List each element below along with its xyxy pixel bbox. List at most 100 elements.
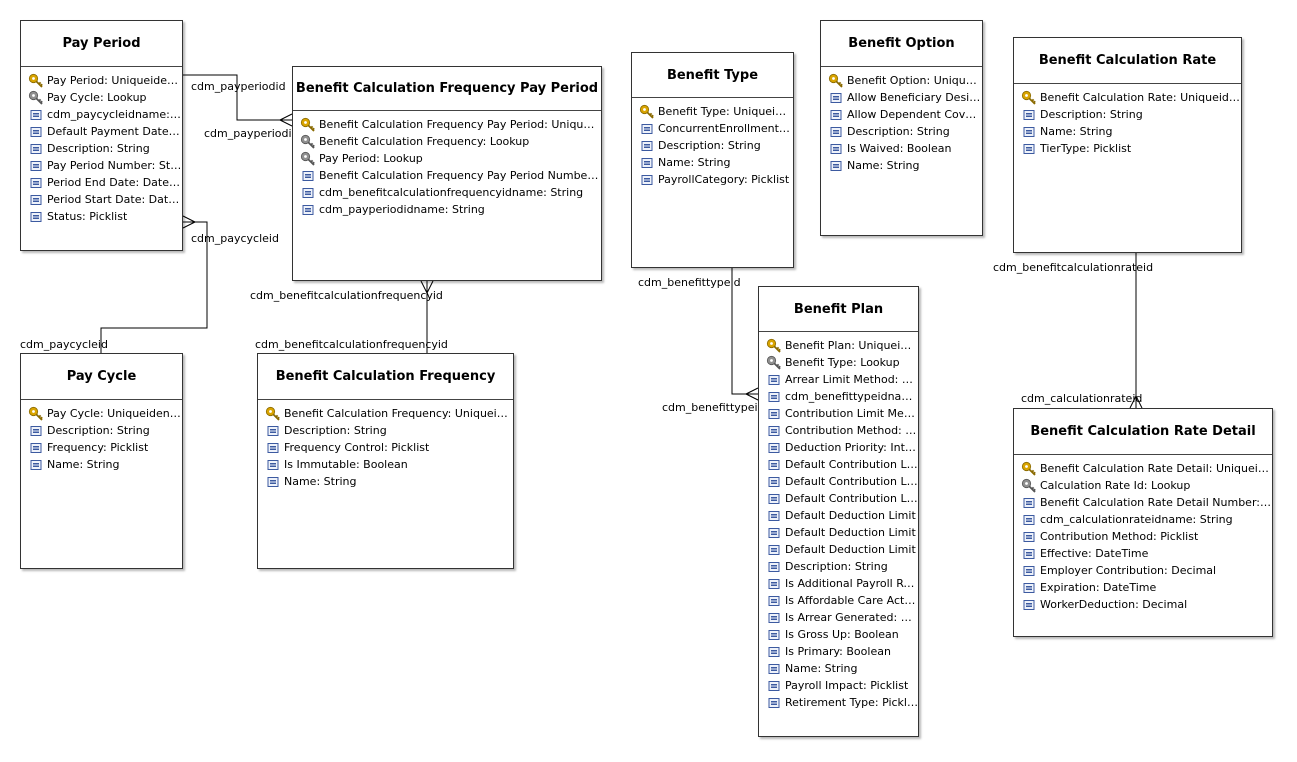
field-row[interactable]: Expiration: DateTime	[1014, 579, 1272, 596]
field-label: WorkerDeduction: Decimal	[1040, 598, 1188, 611]
field-label: Is Primary: Boolean	[785, 645, 891, 658]
field-row[interactable]: Default Deduction Limit	[759, 541, 918, 558]
relationship-line-payperiod	[183, 74, 292, 121]
field-row[interactable]: Pay Period Number: String	[21, 157, 182, 174]
field-row[interactable]: Name: String	[759, 660, 918, 677]
field-row[interactable]: Benefit Calculation Frequency Pay Period…	[293, 116, 601, 133]
field-row[interactable]: Is Affordable Care Act: Boolean	[759, 592, 918, 609]
attribute-icon	[28, 209, 44, 225]
field-row[interactable]: Period Start Date: DateTime	[21, 191, 182, 208]
field-row[interactable]: Frequency: Picklist	[21, 439, 182, 456]
field-row[interactable]: Pay Period: Uniqueidentifier	[21, 72, 182, 89]
field-row[interactable]: Description: String	[821, 123, 982, 140]
field-label: Pay Cycle: Lookup	[47, 91, 147, 104]
field-row[interactable]: cdm_benefitcalculationfrequencyidname: S…	[293, 184, 601, 201]
field-row[interactable]: Is Primary: Boolean	[759, 643, 918, 660]
attribute-icon	[300, 185, 316, 201]
field-row[interactable]: Is Immutable: Boolean	[258, 456, 513, 473]
field-row[interactable]: Name: String	[258, 473, 513, 490]
entity-benefit-calculation-rate[interactable]: Benefit Calculation Rate Benefit Calcula…	[1013, 37, 1242, 253]
attribute-icon	[1021, 563, 1037, 579]
field-row[interactable]: Effective: DateTime	[1014, 545, 1272, 562]
field-row[interactable]: Calculation Rate Id: Lookup	[1014, 477, 1272, 494]
field-row[interactable]: Description: String	[1014, 106, 1241, 123]
field-row[interactable]: cdm_payperiodidname: String	[293, 201, 601, 218]
entity-benefit-plan[interactable]: Benefit Plan Benefit Plan: Uniqueidentif…	[758, 286, 919, 737]
field-row[interactable]: Employer Contribution: Decimal	[1014, 562, 1272, 579]
field-row[interactable]: Description: String	[21, 140, 182, 157]
field-row[interactable]: PayrollCategory: Picklist	[632, 171, 793, 188]
field-row[interactable]: Is Waived: Boolean	[821, 140, 982, 157]
entity-benefit-calculation-frequency-pay-period[interactable]: Benefit Calculation Frequency Pay Period…	[292, 66, 602, 281]
field-row[interactable]: Retirement Type: Picklist	[759, 694, 918, 711]
field-row[interactable]: Allow Dependent Coverage: Boolean	[821, 106, 982, 123]
field-label: Name: String	[284, 475, 357, 488]
entity-title: Benefit Calculation Rate	[1014, 38, 1241, 84]
field-row[interactable]: cdm_paycycleidname: String	[21, 106, 182, 123]
field-row[interactable]: Pay Period: Lookup	[293, 150, 601, 167]
field-row[interactable]: Benefit Type: Lookup	[759, 354, 918, 371]
field-row[interactable]: cdm_benefittypeidname: String	[759, 388, 918, 405]
field-row[interactable]: Description: String	[21, 422, 182, 439]
field-row[interactable]: Benefit Option: Uniqueidentifier	[821, 72, 982, 89]
field-row[interactable]: Is Arrear Generated: Boolean	[759, 609, 918, 626]
field-row[interactable]: cdm_calculationrateidname: String	[1014, 511, 1272, 528]
field-row[interactable]: Benefit Calculation Rate Detail: Uniquei…	[1014, 460, 1272, 477]
field-row[interactable]: Contribution Method: Picklist	[759, 422, 918, 439]
field-row[interactable]: ConcurrentEnrollment: Boolean	[632, 120, 793, 137]
field-label: Benefit Plan: Uniqueidentifier	[785, 339, 918, 352]
field-row[interactable]: TierType: Picklist	[1014, 140, 1241, 157]
field-row[interactable]: Is Additional Payroll Run: Boolean	[759, 575, 918, 592]
field-row[interactable]: Payroll Impact: Picklist	[759, 677, 918, 694]
field-row[interactable]: Is Gross Up: Boolean	[759, 626, 918, 643]
field-row[interactable]: Name: String	[821, 157, 982, 174]
field-row[interactable]: Benefit Calculation Rate Detail Number: …	[1014, 494, 1272, 511]
relationship-label-paycycle-to: cdm_paycycleid	[191, 232, 279, 245]
entity-benefit-calculation-frequency[interactable]: Benefit Calculation Frequency Benefit Ca…	[257, 353, 514, 569]
field-row[interactable]: Default Contribution Limit	[759, 473, 918, 490]
field-row[interactable]: Default Deduction Limit	[759, 524, 918, 541]
field-row[interactable]: Pay Cycle: Uniqueidentifier	[21, 405, 182, 422]
entity-title: Benefit Calculation Frequency	[258, 354, 513, 400]
field-row[interactable]: Period End Date: DateTime	[21, 174, 182, 191]
field-row[interactable]: Benefit Type: Uniqueidentifier	[632, 103, 793, 120]
foreign-key-icon	[28, 90, 44, 106]
field-row[interactable]: Name: String	[1014, 123, 1241, 140]
field-row[interactable]: Deduction Priority: Integer	[759, 439, 918, 456]
field-list: Benefit Calculation Rate Detail: Uniquei…	[1014, 455, 1272, 613]
field-row[interactable]: WorkerDeduction: Decimal	[1014, 596, 1272, 613]
field-row[interactable]: Contribution Limit Method: Picklist	[759, 405, 918, 422]
entity-benefit-type[interactable]: Benefit Type Benefit Type: Uniqueidentif…	[631, 52, 794, 268]
entity-pay-period[interactable]: Pay Period Pay Period: UniqueidentifierP…	[20, 20, 183, 251]
field-row[interactable]: Arrear Limit Method: Picklist	[759, 371, 918, 388]
field-row[interactable]: Pay Cycle: Lookup	[21, 89, 182, 106]
field-row[interactable]: Allow Beneficiary Designation: Boolean	[821, 89, 982, 106]
field-row[interactable]: Description: String	[632, 137, 793, 154]
field-row[interactable]: Benefit Calculation Frequency Pay Period…	[293, 167, 601, 184]
field-row[interactable]: Benefit Calculation Frequency: Lookup	[293, 133, 601, 150]
field-row[interactable]: Benefit Plan: Uniqueidentifier	[759, 337, 918, 354]
primary-key-icon	[1021, 461, 1037, 477]
entity-benefit-option[interactable]: Benefit Option Benefit Option: Uniqueide…	[820, 20, 983, 236]
relationship-label-paycycle-from: cdm_paycycleid	[20, 338, 108, 351]
field-label: Description: String	[785, 560, 888, 573]
field-row[interactable]: Status: Picklist	[21, 208, 182, 225]
field-label: Expiration: DateTime	[1040, 581, 1157, 594]
field-label: Description: String	[47, 424, 150, 437]
field-row[interactable]: Default Payment Date: DateTime	[21, 123, 182, 140]
field-row[interactable]: Default Deduction Limit	[759, 507, 918, 524]
field-row[interactable]: Name: String	[632, 154, 793, 171]
field-row[interactable]: Benefit Calculation Frequency: Uniqueide…	[258, 405, 513, 422]
field-row[interactable]: Description: String	[759, 558, 918, 575]
field-row[interactable]: Name: String	[21, 456, 182, 473]
field-row[interactable]: Contribution Method: Picklist	[1014, 528, 1272, 545]
field-row[interactable]: Benefit Calculation Rate: Uniqueidentifi…	[1014, 89, 1241, 106]
field-row[interactable]: Default Contribution Limit	[759, 456, 918, 473]
entity-benefit-calculation-rate-detail[interactable]: Benefit Calculation Rate Detail Benefit …	[1013, 408, 1273, 637]
field-row[interactable]: Description: String	[258, 422, 513, 439]
field-row[interactable]: Frequency Control: Picklist	[258, 439, 513, 456]
field-row[interactable]: Default Contribution Limit	[759, 490, 918, 507]
attribute-icon	[766, 678, 782, 694]
